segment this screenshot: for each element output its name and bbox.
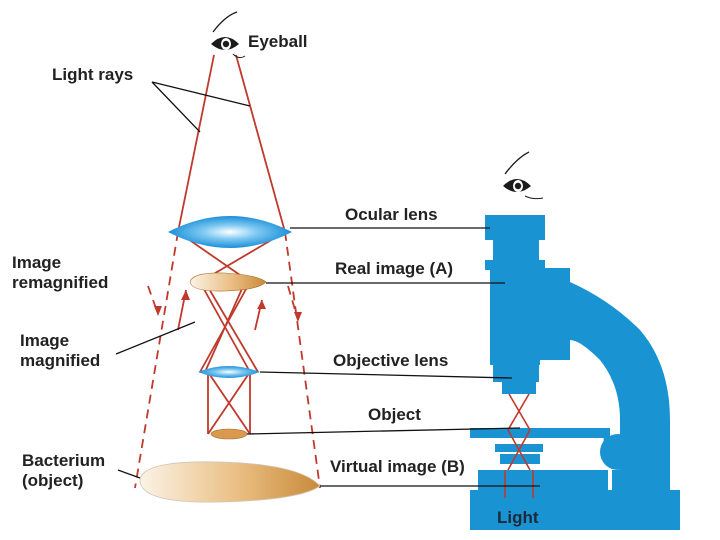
label-objective-lens: Objective lens xyxy=(333,351,448,370)
objective-lens-shape xyxy=(198,366,260,378)
virtual-ray-lines xyxy=(134,231,321,489)
label-bacterium-1: Bacterium xyxy=(22,451,105,470)
focus-knob xyxy=(600,434,636,470)
object-shape xyxy=(210,428,248,440)
real-image-shape xyxy=(189,272,267,292)
label-light: Light xyxy=(497,508,539,527)
microscope xyxy=(470,215,680,530)
label-image-remagnified-2: remagnified xyxy=(12,273,108,292)
ray-arrowheads xyxy=(154,290,302,322)
label-object: Object xyxy=(368,405,421,424)
label-bacterium-2: (object) xyxy=(22,471,83,490)
virtual-image-shape xyxy=(139,461,321,503)
label-eyeball: Eyeball xyxy=(248,32,308,51)
eye-icon xyxy=(211,11,246,59)
label-image-magnified-2: magnified xyxy=(20,351,100,370)
eye-icon xyxy=(503,151,544,200)
label-image-remagnified-1: Image xyxy=(12,253,61,272)
ocular-lens-shape xyxy=(168,216,292,248)
microscope-light-path xyxy=(504,393,534,498)
label-light-rays: Light rays xyxy=(52,65,133,84)
leader-lines xyxy=(115,81,540,487)
label-virtual-image: Virtual image (B) xyxy=(330,457,465,476)
label-ocular-lens: Ocular lens xyxy=(345,205,438,224)
label-image-magnified-1: Image xyxy=(20,331,69,350)
label-real-image: Real image (A) xyxy=(335,259,453,278)
